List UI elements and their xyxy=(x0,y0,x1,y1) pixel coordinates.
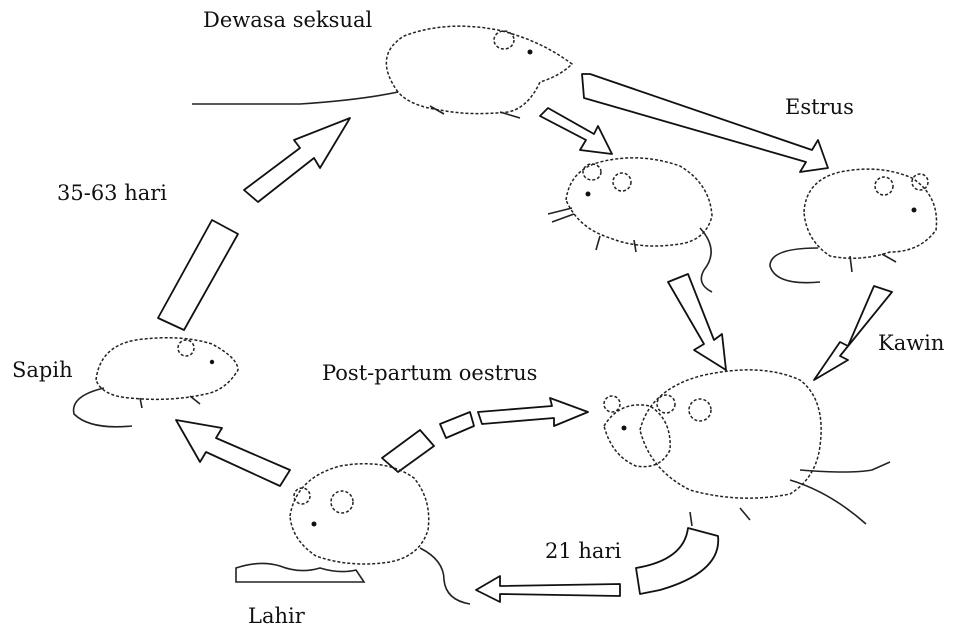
rat-adult-top-icon xyxy=(192,26,572,118)
arrow-mid-to-mating xyxy=(668,274,726,370)
label-post-partum-oestrus: Post-partum oestrus xyxy=(322,363,537,384)
label-35-63-hari: 35-63 hari xyxy=(57,183,167,204)
rat-mating-pair-icon xyxy=(604,370,890,526)
arrow-to-lahir xyxy=(476,576,620,602)
rat-mid-icon xyxy=(548,158,712,292)
arrow-21-hari-curve xyxy=(636,528,718,594)
label-lahir: Lahir xyxy=(248,606,305,627)
label-sapih: Sapih xyxy=(12,360,73,381)
arrow-to-sapih xyxy=(176,420,290,486)
arrow-post-partum-2 xyxy=(440,412,474,438)
label-21-hari: 21 hari xyxy=(545,541,621,562)
label-estrus: Estrus xyxy=(785,97,854,118)
rat-mother-litter-icon xyxy=(236,464,470,604)
arrow-post-partum-1 xyxy=(382,430,434,472)
arrow-post-partum-3 xyxy=(478,398,588,426)
label-kawin: Kawin xyxy=(878,333,944,354)
arrow-adult-to-mid xyxy=(540,108,612,154)
arrow-to-estrus xyxy=(582,74,828,172)
rat-weaned-icon xyxy=(74,338,238,427)
rat-estrus-icon xyxy=(770,169,937,283)
label-dewasa-seksual: Dewasa seksual xyxy=(203,10,372,31)
arrow-to-adult xyxy=(244,118,350,202)
arrow-left-upper xyxy=(158,220,238,330)
